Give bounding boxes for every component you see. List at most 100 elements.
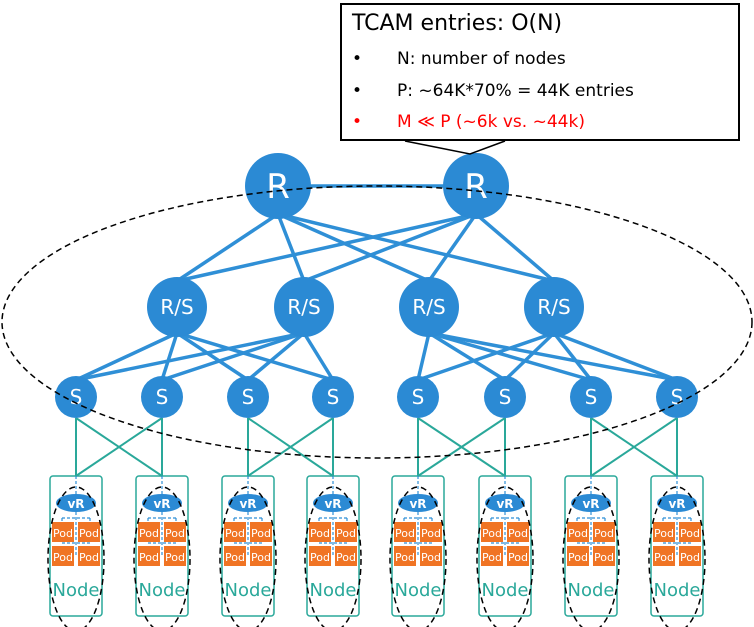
virtual-router-icon xyxy=(571,494,611,512)
pod-label: Pod xyxy=(395,551,415,564)
rs-to-switch-link xyxy=(428,331,678,382)
node-label: Node xyxy=(654,580,701,601)
rs-to-switch-link xyxy=(246,331,306,382)
pod-label: Pod xyxy=(594,527,614,540)
router-to-rs-link xyxy=(277,212,555,283)
pod-label: Pod xyxy=(165,527,185,540)
router-switch-label: R/S xyxy=(412,295,445,319)
switch: S xyxy=(312,376,354,418)
overlay-layer xyxy=(1,140,753,627)
switch: S xyxy=(656,376,698,418)
pod-box xyxy=(78,522,100,542)
switch: S xyxy=(570,376,612,418)
pod-box xyxy=(420,546,442,566)
pod-box xyxy=(593,522,615,542)
pod-box xyxy=(138,522,160,542)
switch-circle xyxy=(141,376,183,418)
pod-label: Pod xyxy=(680,527,700,540)
router-to-rs-link xyxy=(474,212,556,283)
pod-label: Pod xyxy=(310,527,330,540)
switch-label: S xyxy=(412,385,425,409)
pod-label: Pod xyxy=(79,551,99,564)
pod-box xyxy=(567,522,589,542)
pod-label: Pod xyxy=(482,527,502,540)
pod-label: Pod xyxy=(251,551,271,564)
bullet-marker: • xyxy=(352,49,363,69)
switch: S xyxy=(484,376,526,418)
pod-label: Pod xyxy=(421,551,441,564)
pod-box xyxy=(164,522,186,542)
virtual-router-icon xyxy=(485,494,525,512)
node-scope-ellipse xyxy=(648,486,706,627)
pod-label: Pod xyxy=(53,551,73,564)
router: R xyxy=(443,153,509,219)
switch-to-node-link xyxy=(590,417,678,477)
links-layer xyxy=(75,184,678,477)
pod-box xyxy=(335,522,357,542)
switch-to-node-link xyxy=(417,417,506,477)
virtual-router-icon xyxy=(142,494,182,512)
rs-to-switch-link xyxy=(160,332,179,381)
pod-box xyxy=(224,522,246,542)
pod-label: Pod xyxy=(165,551,185,564)
bullet-text: P: ~64K*70% = 44K entries xyxy=(397,81,634,101)
bullet-text: M ≪ P (~6k vs. ~44k) xyxy=(397,112,585,132)
pod-box xyxy=(224,546,246,566)
pod-box xyxy=(164,546,186,566)
router-switch-label: R/S xyxy=(160,295,193,319)
rs-to-switch-link xyxy=(75,331,178,382)
switch-label: S xyxy=(585,385,598,409)
router-switch-label: R/S xyxy=(287,295,320,319)
switch: S xyxy=(141,376,183,418)
switch-circle xyxy=(227,376,269,418)
pod-box xyxy=(335,546,357,566)
tcam-callout-box: TCAM entries: O(N) •N: number of nodes •… xyxy=(340,3,740,141)
pod-box xyxy=(507,546,529,566)
virtual-router-icon xyxy=(657,494,697,512)
callout-bullet-entries: • P: ~64K*70% = 44K entries xyxy=(352,81,634,101)
router-switch-circle xyxy=(524,277,584,337)
router-switch: R/S xyxy=(524,277,584,337)
virtual-router-icon xyxy=(228,494,268,512)
pod-label: Pod xyxy=(310,551,330,564)
vr-label: vR xyxy=(409,497,426,511)
rs-to-switch-link xyxy=(552,331,593,382)
node-scope-ellipse xyxy=(389,486,447,627)
node-label: Node xyxy=(482,580,529,601)
switch-label: S xyxy=(156,385,169,409)
switch-to-node-link xyxy=(247,417,334,477)
pod-box xyxy=(481,546,503,566)
callout-bullet-comparison: •M ≪ P (~6k vs. ~44k) xyxy=(352,112,585,132)
router-switch-circle xyxy=(147,277,207,337)
pod-label: Pod xyxy=(79,527,99,540)
router-switch: R/S xyxy=(274,277,334,337)
vr-label: vR xyxy=(153,497,170,511)
node-scope-ellipse xyxy=(47,486,105,627)
rs-to-switch-link xyxy=(416,332,431,381)
router-to-rs-link xyxy=(427,212,478,283)
bullet-marker: • xyxy=(352,81,363,101)
rs-to-switch-link xyxy=(428,331,592,382)
pod-box xyxy=(653,546,675,566)
vr-label: vR xyxy=(496,497,513,511)
switch-circle xyxy=(570,376,612,418)
pod-box xyxy=(52,546,74,566)
pod-box xyxy=(653,522,675,542)
pod-label: Pod xyxy=(251,527,271,540)
node-label: Node xyxy=(395,580,442,601)
switch-label: S xyxy=(327,385,340,409)
router-to-rs-link xyxy=(176,212,279,283)
switch-label: S xyxy=(70,385,83,409)
node-scope-ellipse xyxy=(476,486,534,627)
router-switch-circle xyxy=(274,277,334,337)
vr-label: vR xyxy=(239,497,256,511)
rs-to-switch-link xyxy=(417,331,555,382)
router-to-rs-link xyxy=(303,212,477,283)
switch-circle xyxy=(397,376,439,418)
